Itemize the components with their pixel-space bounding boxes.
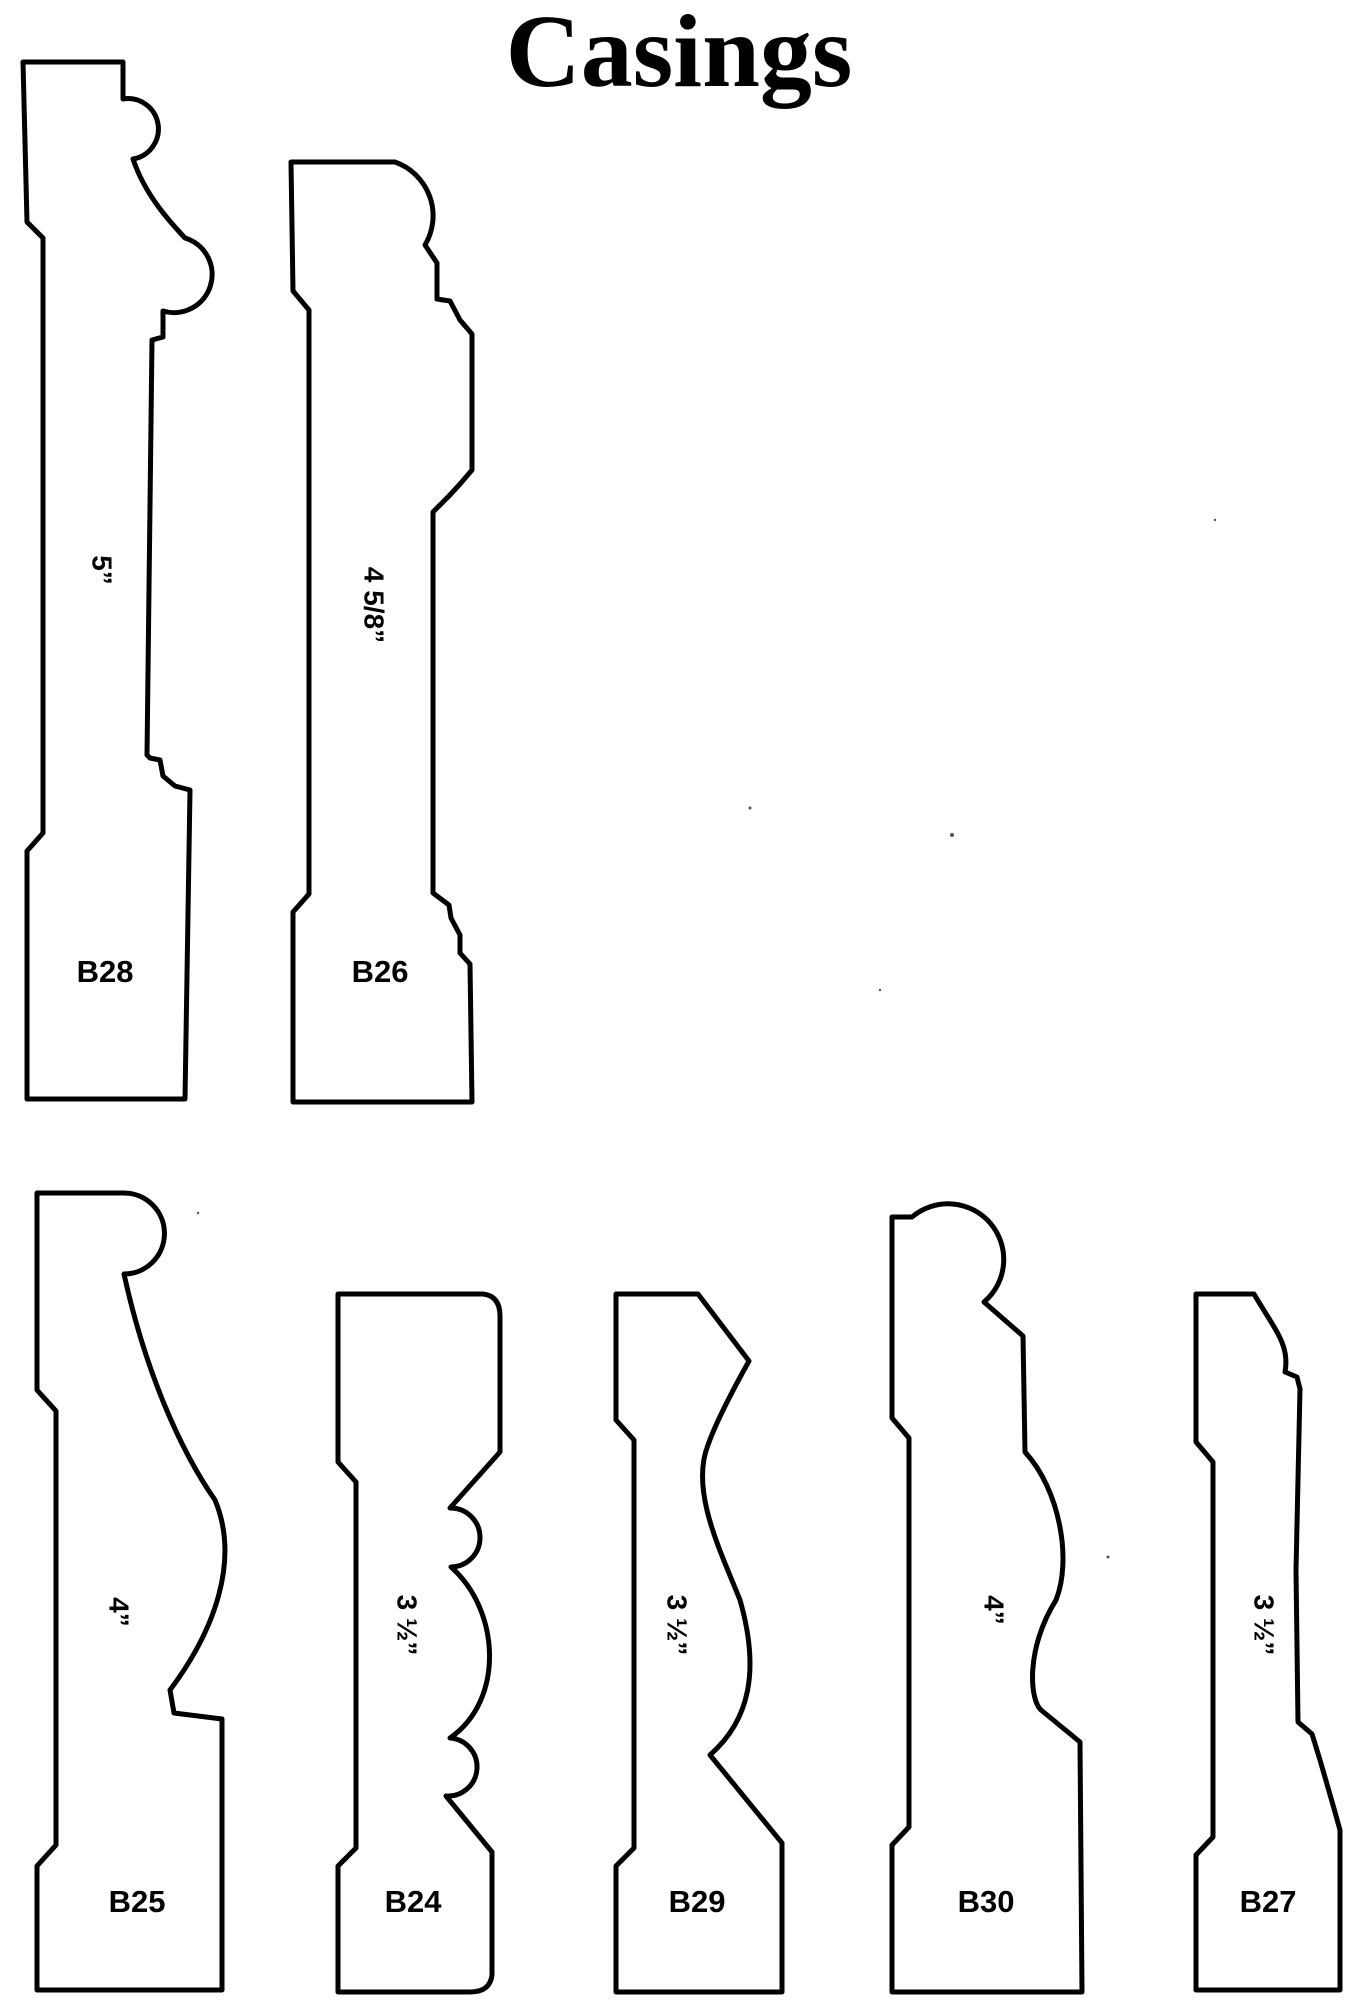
profile-code: B29 <box>669 1884 726 1919</box>
casing-profile-b25: B25 4” <box>34 1190 228 1993</box>
casing-profile-outline <box>1193 1291 1343 1993</box>
profile-width: 3 ½” <box>392 1595 423 1656</box>
scan-speck <box>196 1211 200 1215</box>
profile-code: B25 <box>109 1884 166 1919</box>
casing-profile-b28: B28 5” <box>20 59 215 1102</box>
profile-width: 5” <box>87 555 118 585</box>
casing-profile-b29: B29 3 ½” <box>613 1291 785 1995</box>
scan-speck <box>748 806 752 810</box>
casing-profile-b24: B24 3 ½” <box>335 1291 503 1995</box>
page-title: Casings <box>505 0 853 109</box>
scan-speck <box>1213 518 1217 522</box>
profile-code: B30 <box>958 1884 1015 1919</box>
scan-speck <box>950 833 954 837</box>
profile-width: 3 ½” <box>662 1595 693 1656</box>
profile-width: 4 5/8” <box>359 567 390 643</box>
casing-profile-b30: B30 4” <box>889 1201 1085 1995</box>
profile-code: B24 <box>385 1884 443 1919</box>
profile-width: 3 ½” <box>1249 1595 1280 1656</box>
casing-profile-b26: B26 4 5/8” <box>288 159 475 1105</box>
casing-profile-outline <box>889 1201 1085 1995</box>
casing-profile-outline <box>34 1190 228 1993</box>
profile-code: B28 <box>77 954 134 989</box>
casing-profile-outline <box>20 59 215 1102</box>
casing-profile-outline <box>613 1291 785 1995</box>
profile-code: B27 <box>1240 1884 1297 1919</box>
scan-speck <box>878 988 882 992</box>
casing-profile-outline <box>335 1291 503 1995</box>
casing-profile-b27: B27 3 ½” <box>1193 1291 1343 1993</box>
scan-speck <box>1106 1555 1110 1559</box>
casing-profile-outline <box>288 159 475 1105</box>
profile-width: 4” <box>979 1595 1010 1625</box>
profile-code: B26 <box>352 954 409 989</box>
profile-width: 4” <box>104 1597 135 1627</box>
